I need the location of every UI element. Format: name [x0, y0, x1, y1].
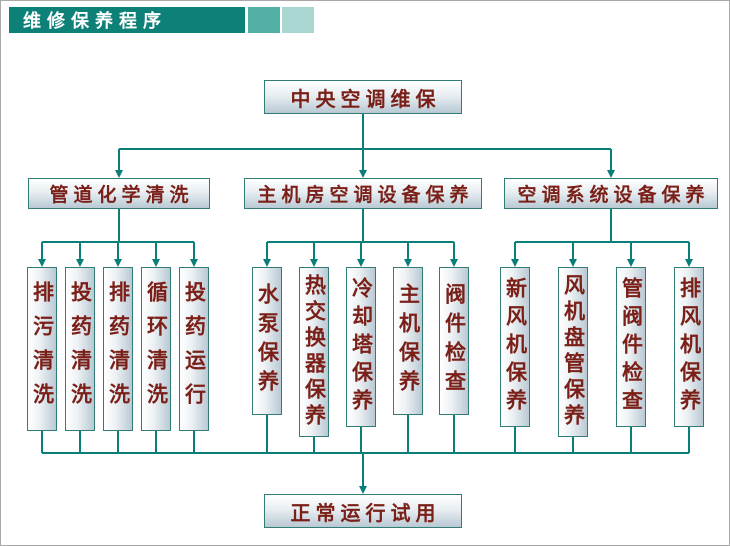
footer-node: 正常运行试用	[264, 494, 462, 528]
branch-node-machine-room-equipment: 主机房空调设备保养	[244, 178, 482, 209]
leaf-node: 管阀件检查	[616, 267, 646, 427]
branch-node-label: 主机房空调设备保养	[257, 184, 474, 206]
leaf-node-label: 阀件检查	[442, 283, 467, 399]
leaf-node-label: 投药运行	[182, 281, 207, 417]
leaf-node-label: 排污清洗	[30, 281, 55, 417]
footer-node-label: 正常运行试用	[290, 500, 441, 525]
leaf-node: 风机盘管保养	[558, 267, 588, 437]
leaf-node: 冷却塔保养	[346, 267, 376, 427]
banner-accent-block-1	[248, 7, 280, 33]
branch-node-pipeline-chemical-cleaning: 管道化学清洗	[28, 178, 210, 209]
branch-node-ac-system-equipment: 空调系统设备保养	[504, 178, 718, 209]
leaf-node: 热交换器保养	[299, 267, 329, 437]
leaf-node-label: 管阀件检查	[619, 277, 644, 417]
leaf-node-label: 热交换器保养	[302, 274, 327, 430]
root-node: 中央空调维保	[264, 80, 462, 114]
leaf-node: 新风机保养	[500, 267, 530, 427]
branch-node-label: 空调系统设备保养	[517, 184, 710, 206]
leaf-node-label: 风机盘管保养	[561, 274, 586, 430]
leaf-node-label: 投药清洗	[68, 281, 93, 417]
title-banner: 维修保养程序	[9, 7, 245, 33]
leaf-node-label: 循环清洗	[144, 281, 169, 417]
leaf-node: 排污清洗	[27, 267, 57, 431]
leaf-node-label: 主机保养	[396, 283, 421, 399]
leaf-node: 循环清洗	[141, 267, 171, 431]
leaf-node-label: 冷却塔保养	[349, 277, 374, 417]
page-title: 维修保养程序	[23, 11, 167, 32]
leaf-node-label: 水泵保养	[255, 283, 280, 399]
leaf-node: 阀件检查	[439, 267, 469, 415]
leaf-node-label: 排风机保养	[677, 277, 702, 417]
leaf-node: 主机保养	[393, 267, 423, 415]
banner-accent-block-2	[282, 7, 314, 33]
leaf-node: 排风机保养	[674, 267, 704, 427]
leaf-node: 投药清洗	[65, 267, 95, 431]
leaf-node: 投药运行	[179, 267, 209, 431]
leaf-node: 水泵保养	[252, 267, 282, 415]
leaf-node: 排药清洗	[103, 267, 133, 431]
leaf-node-label: 排药清洗	[106, 281, 131, 417]
root-node-label: 中央空调维保	[290, 86, 441, 111]
branch-node-label: 管道化学清洗	[49, 184, 194, 206]
leaf-node-label: 新风机保养	[503, 277, 528, 417]
